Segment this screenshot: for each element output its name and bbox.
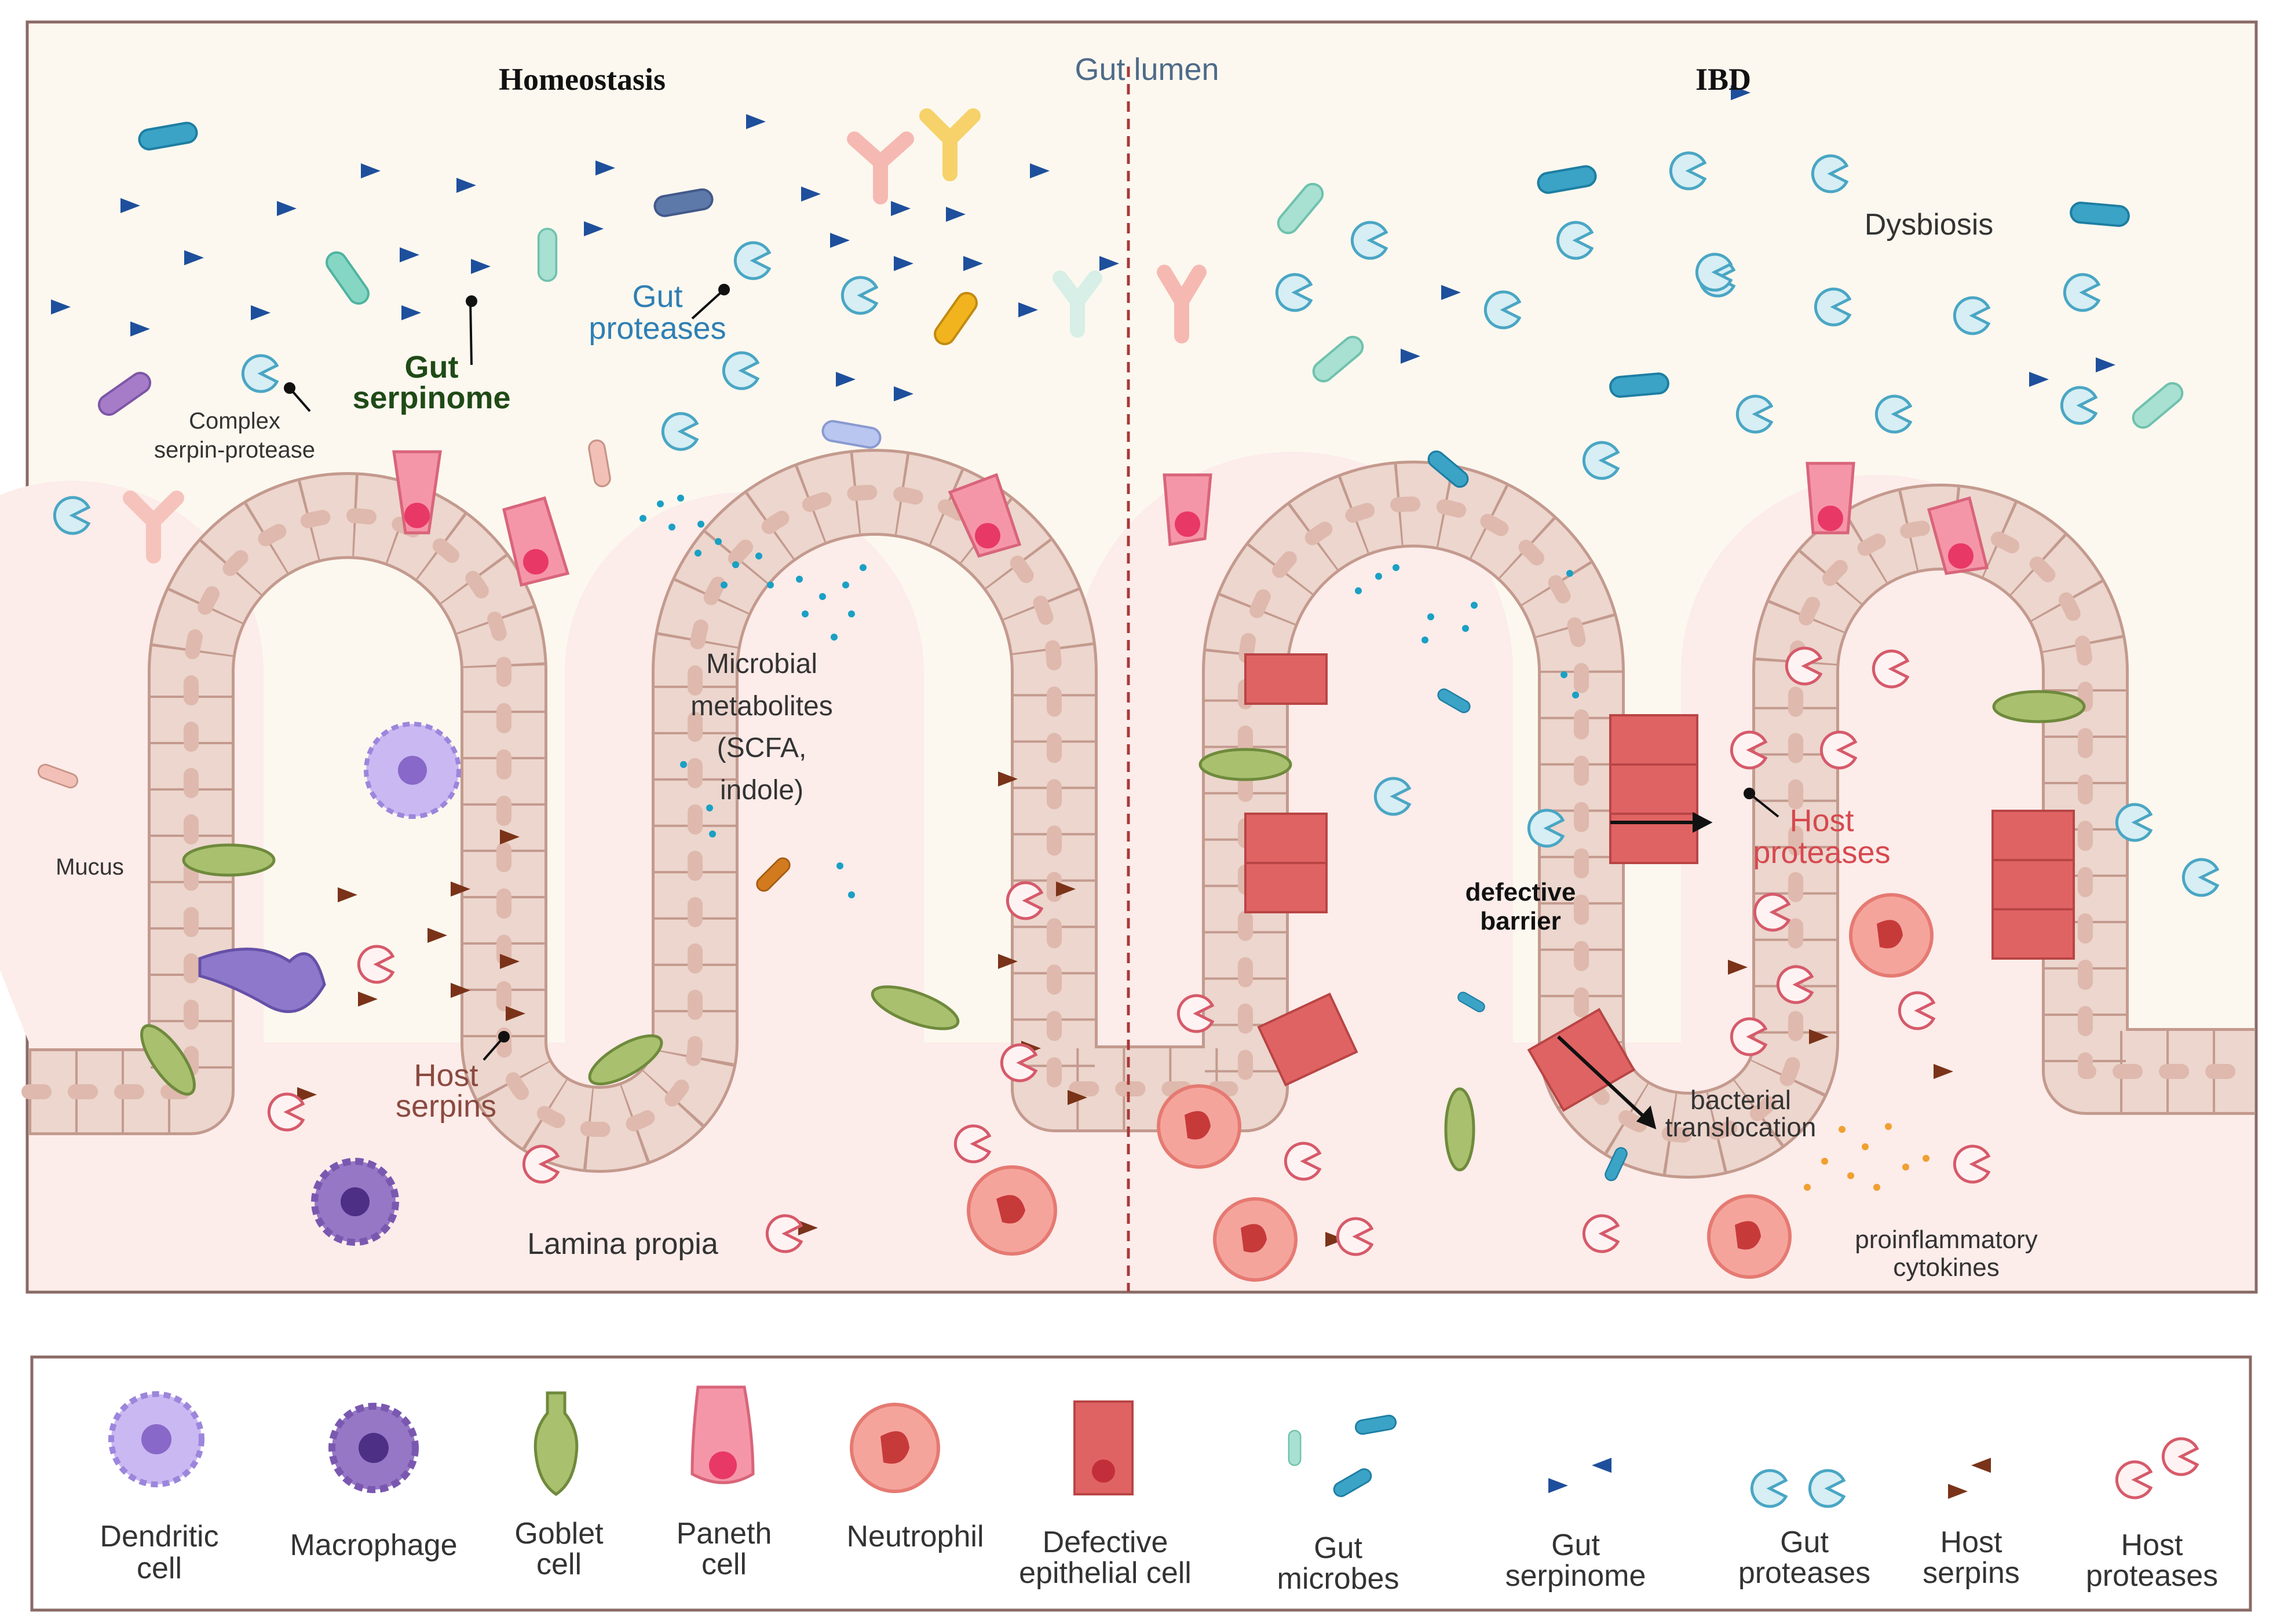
- gut-serpinome-label-1: Gut: [405, 350, 459, 385]
- metabolite-dots: [639, 495, 1579, 898]
- gut-proteases-label-2: proteases: [589, 311, 726, 346]
- cytokines-label-2: cytokines: [1893, 1253, 1999, 1282]
- dendritic-cell: [364, 722, 461, 819]
- legend-label-paneth-1: Paneth: [677, 1517, 772, 1550]
- legend-label-dendritic-1: Dendritic: [100, 1520, 218, 1553]
- mucus-label: Mucus: [56, 854, 124, 880]
- legend-label-gut-proteases-1: Gut: [1780, 1526, 1829, 1559]
- legend-label-gut-proteases-2: proteases: [1738, 1556, 1870, 1590]
- defective-cell-icon: [1073, 1400, 1134, 1495]
- legend-label-neutrophil: Neutrophil: [846, 1520, 984, 1553]
- gut-lumen-heading: Gut lumen: [1075, 52, 1219, 87]
- dendritic-cell-icon: [108, 1391, 204, 1487]
- legend-label-macrophage: Macrophage: [290, 1528, 457, 1562]
- host-serpins-label-1: Host: [414, 1058, 478, 1093]
- annotation-arrows: [284, 284, 1779, 1129]
- antibodies: [123, 108, 1207, 564]
- legend-label-host-proteases-1: Host: [2121, 1528, 2183, 1562]
- legend-label-microbes-2: microbes: [1277, 1562, 1399, 1596]
- microbial-label-4: indole): [720, 775, 803, 806]
- microbial-label-3: (SCFA,: [717, 733, 807, 763]
- macrophage: [311, 1158, 399, 1246]
- cytokine-dots: [1804, 1123, 1929, 1191]
- paneth-cell-icon: [690, 1385, 755, 1484]
- legend-label-host-serpins-1: Host: [1941, 1526, 2002, 1559]
- legend-label-host-serpins-2: serpins: [1923, 1556, 2020, 1590]
- legend-label-microbes-1: Gut: [1314, 1531, 1362, 1565]
- legend-label-defective-2: epithelial cell: [1019, 1556, 1192, 1590]
- defective-barrier-label-1: defective: [1466, 878, 1576, 906]
- legend-label-serpinome-2: serpinome: [1505, 1559, 1646, 1593]
- legend-label-goblet-2: cell: [536, 1548, 582, 1581]
- complex-label-1: Complex: [189, 408, 280, 434]
- host-proteases-label-2: proteases: [1753, 835, 1890, 870]
- bacterial-translocation-label-2: translocation: [1665, 1112, 1817, 1142]
- legend-panel: Dendritic cell Macrophage Goblet cell Pa…: [30, 1355, 2252, 1612]
- macrophage-elongated: [198, 948, 326, 1014]
- cytokines-label-1: proinflammatory: [1855, 1226, 2037, 1254]
- goblet-cell-icon: [533, 1391, 579, 1497]
- host-proteases-label-1: Host: [1789, 803, 1854, 838]
- homeostasis-heading: Homeostasis: [499, 62, 666, 97]
- legend-label-paneth-2: cell: [701, 1548, 747, 1581]
- gut-proteases-label-1: Gut: [632, 279, 682, 314]
- defective-barrier-label-2: barrier: [1480, 907, 1561, 935]
- main-panel: [0, 20, 2262, 1294]
- dysbiosis-label: Dysbiosis: [1865, 208, 1994, 242]
- neutrophil-icon: [850, 1403, 940, 1493]
- legend-label-dendritic-2: cell: [137, 1552, 182, 1585]
- complex-label-2: serpin-protease: [154, 437, 315, 463]
- legend-label-host-proteases-2: proteases: [2086, 1559, 2218, 1593]
- microbial-label-2: metabolites: [690, 691, 832, 722]
- legend-label-serpinome-1: Gut: [1551, 1528, 1600, 1562]
- lamina-propia-label: Lamina propia: [527, 1227, 718, 1261]
- gut-serpinome-label-2: serpinome: [352, 381, 510, 415]
- microbial-label-1: Microbial: [706, 649, 817, 679]
- legend-label-defective-1: Defective: [1043, 1526, 1168, 1559]
- bacterial-translocation-label-1: bacterial: [1690, 1085, 1791, 1115]
- host-serpins-label-2: serpins: [396, 1089, 496, 1124]
- legend-label-goblet-1: Goblet: [514, 1517, 604, 1550]
- macrophage-icon: [328, 1403, 419, 1493]
- goblet-cells: [140, 690, 2086, 1172]
- ibd-heading: IBD: [1695, 62, 1751, 97]
